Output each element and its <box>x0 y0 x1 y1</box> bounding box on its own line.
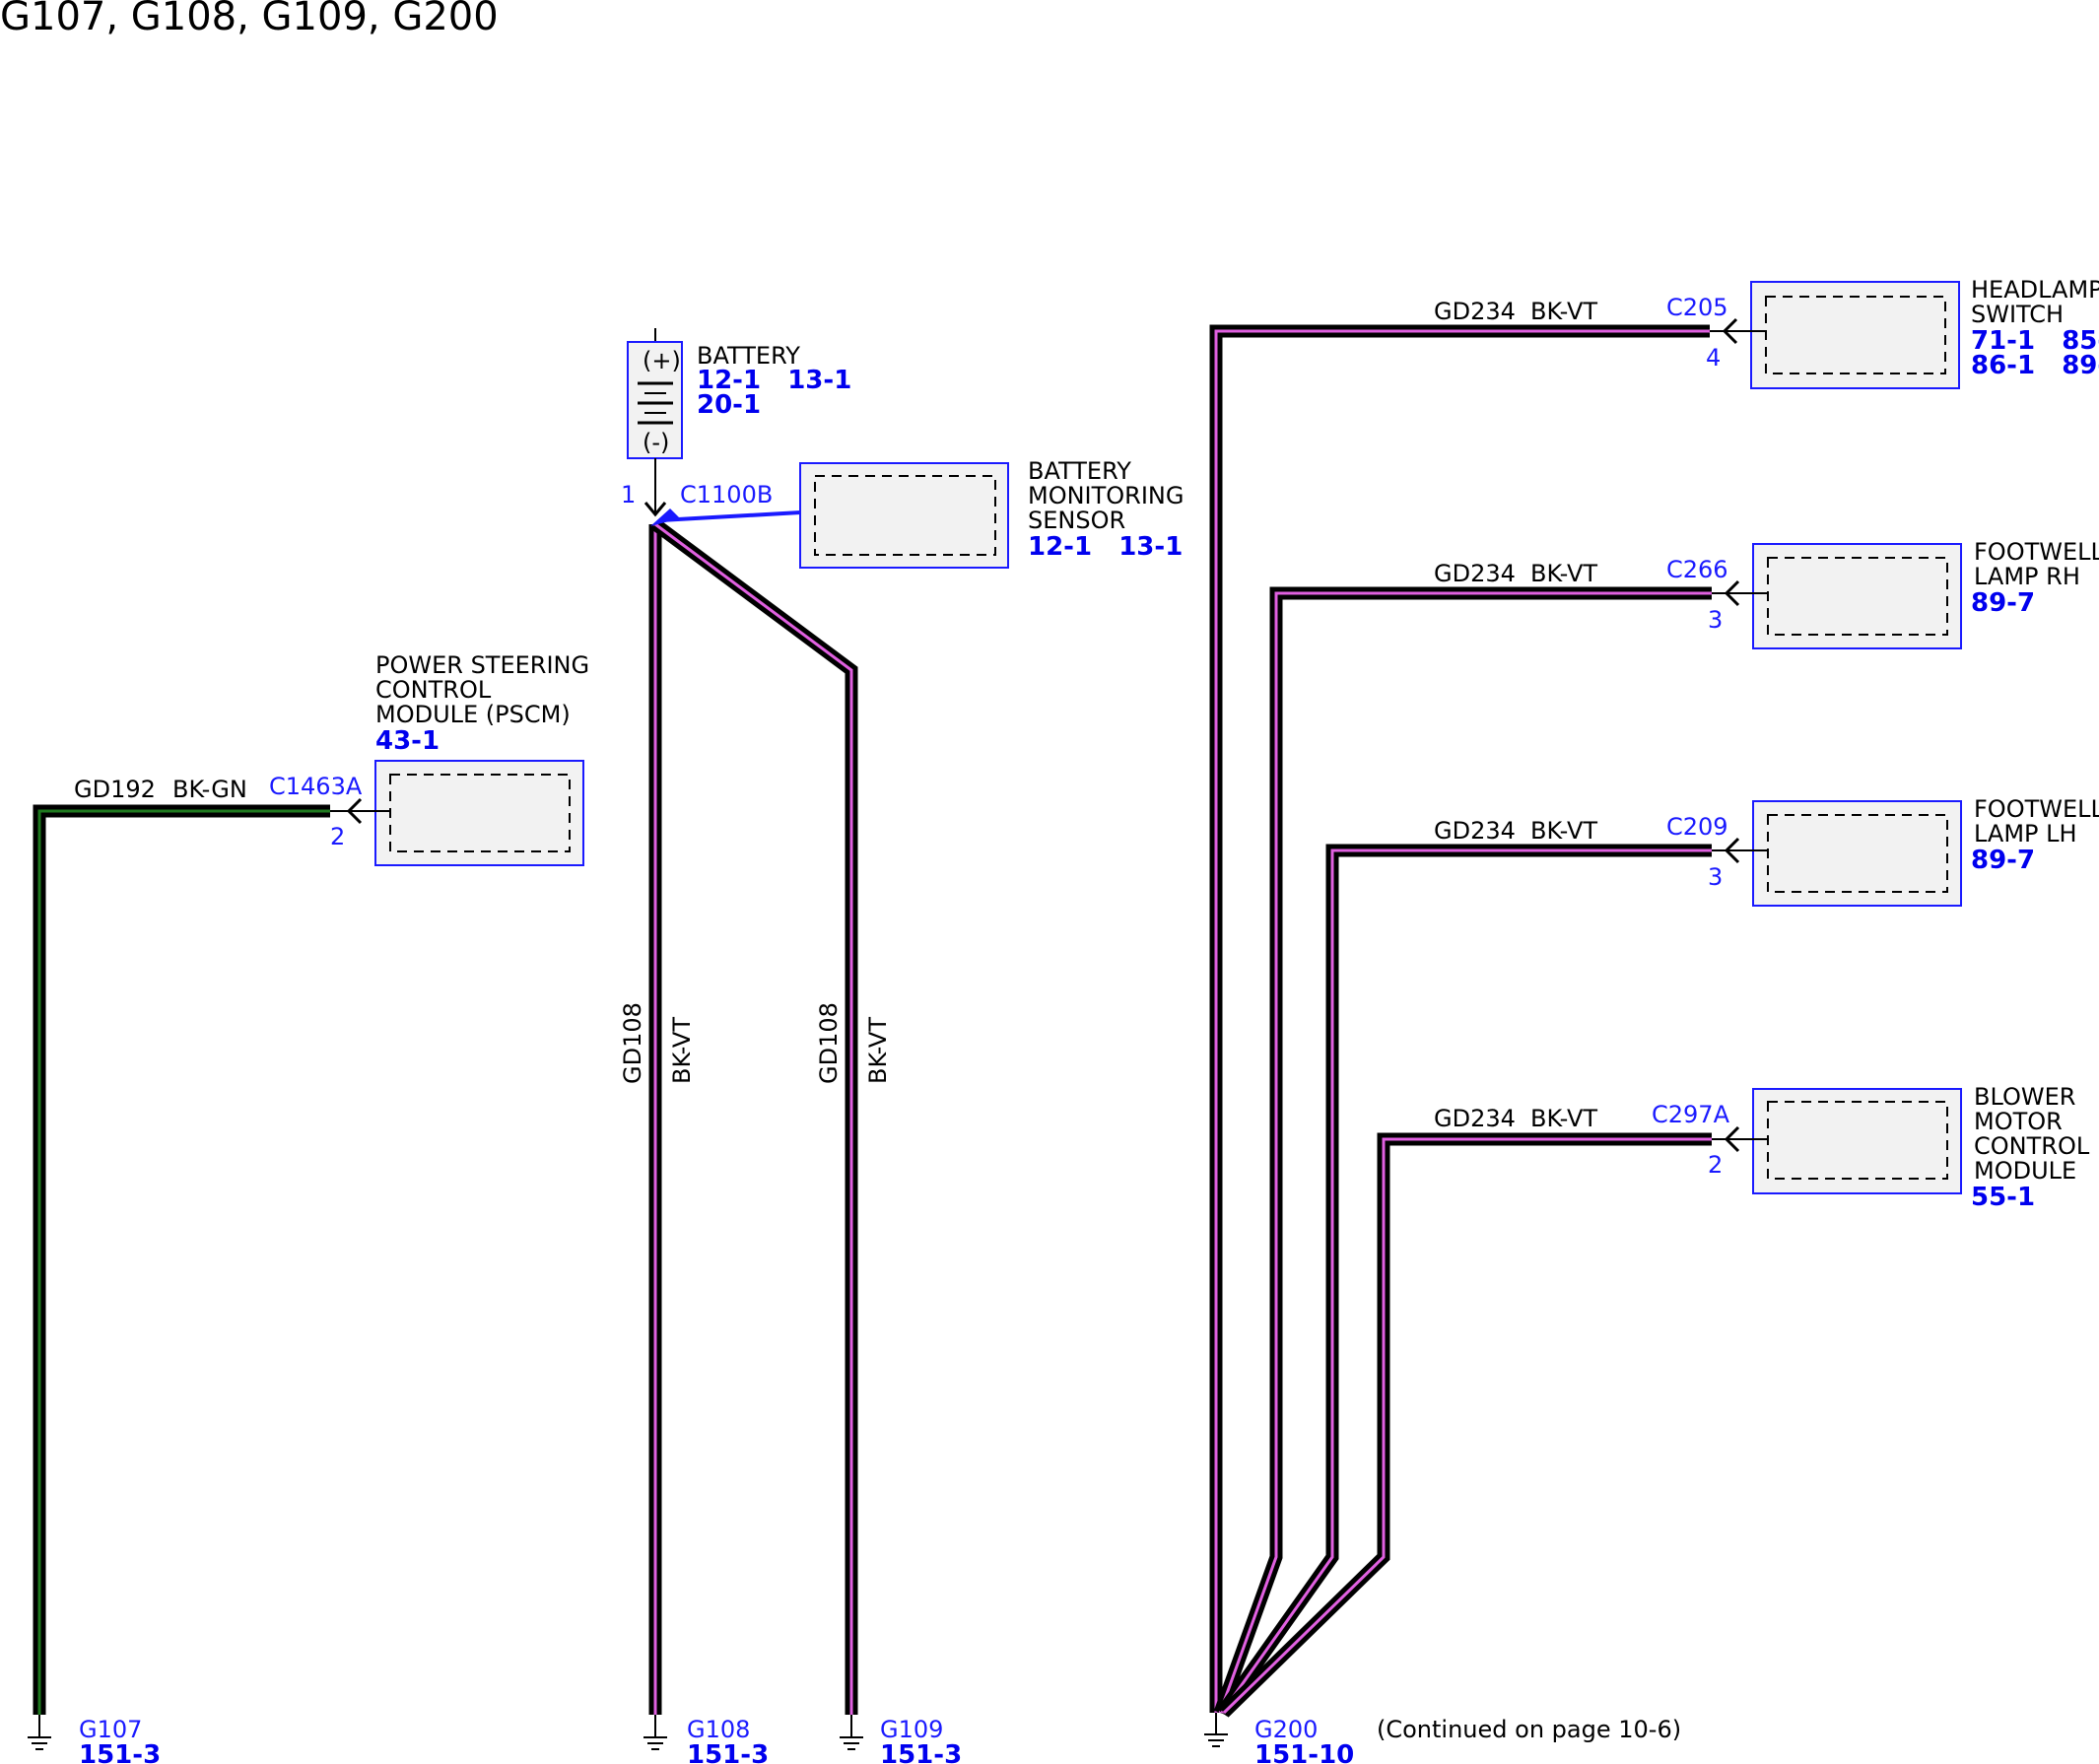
pscm-name-1: POWER STEERING <box>375 651 589 679</box>
wire-gd192[interactable] <box>33 804 330 1715</box>
ground-g200-name[interactable]: G200 <box>1254 1716 1318 1743</box>
ground-g200-icon <box>1204 1713 1228 1747</box>
blower-name-3: CONTROL <box>1974 1132 2090 1160</box>
headlamp-switch-name-1: HEADLAMP <box>1971 276 2099 304</box>
headlamp-switch-module[interactable] <box>1750 281 1960 389</box>
wire-gd234-c209[interactable] <box>1216 844 1712 1717</box>
c297a-pin: 2 <box>1708 1151 1723 1179</box>
footwell-lamp-rh-module[interactable] <box>1752 543 1962 649</box>
bms-name-1: BATTERY <box>1028 457 1131 485</box>
c297a-color: BK-VT <box>1530 1105 1597 1132</box>
footwell-rh-refs[interactable]: 89-7 <box>1971 588 2035 618</box>
ground-g108-icon <box>643 1715 667 1750</box>
blower-name-4: MODULE <box>1974 1157 2076 1185</box>
ground-g107-icon <box>28 1715 51 1750</box>
blower-refs[interactable]: 55-1 <box>1971 1183 2035 1212</box>
footwell-rh-name-1: FOOTWELL <box>1974 538 2099 566</box>
ground-g108-ref[interactable]: 151-3 <box>687 1740 769 1764</box>
ground-g109-name[interactable]: G109 <box>880 1716 943 1743</box>
wire-gd108-circuit-1: GD108 <box>619 1002 646 1084</box>
battery-refs-2[interactable]: 20-1 <box>697 390 761 420</box>
wire-gd234-c297a[interactable] <box>1219 1132 1712 1718</box>
blower-name-1: BLOWER <box>1974 1083 2075 1111</box>
battery-symbol[interactable] <box>627 328 683 517</box>
bms-lead <box>650 509 819 526</box>
ground-g108-name[interactable]: G108 <box>687 1716 750 1743</box>
c205-color: BK-VT <box>1530 298 1597 325</box>
pscm-connector-arrow <box>330 797 390 825</box>
connector-c209[interactable]: C209 <box>1666 813 1728 841</box>
c297a-circuit: GD234 <box>1434 1105 1516 1132</box>
pscm-refs[interactable]: 43-1 <box>375 726 440 756</box>
footwell-lh-refs[interactable]: 89-7 <box>1971 846 2035 875</box>
c297a-connector-arrow <box>1712 1125 1768 1153</box>
blower-motor-control-module[interactable] <box>1752 1088 1962 1194</box>
wire-gd108-color-2: BK-VT <box>864 1017 892 1084</box>
footwell-rh-name-2: LAMP RH <box>1974 563 2080 590</box>
c209-pin: 3 <box>1708 863 1723 891</box>
wire-gd108-color-1: BK-VT <box>668 1017 696 1084</box>
battery-negative-label: (-) <box>643 429 669 456</box>
c266-circuit: GD234 <box>1434 560 1516 587</box>
battery-positive-label: (+) <box>643 347 681 374</box>
wire-gd108-circuit-2: GD108 <box>815 1002 843 1084</box>
footwell-lamp-lh-module[interactable] <box>1752 800 1962 907</box>
pscm-name-2: CONTROL <box>375 676 492 704</box>
battery-pin: 1 <box>621 481 636 509</box>
wire-gd192-circuit: GD192 <box>74 776 156 803</box>
c209-circuit: GD234 <box>1434 817 1516 845</box>
c266-pin: 3 <box>1708 606 1723 634</box>
connector-c266[interactable]: C266 <box>1666 556 1728 583</box>
wire-gd192-color: BK-GN <box>172 776 247 803</box>
c205-circuit: GD234 <box>1434 298 1516 325</box>
footwell-lh-name-2: LAMP LH <box>1974 820 2077 848</box>
bms-refs[interactable]: 12-1 13-1 <box>1028 532 1183 562</box>
wire-gd234-c266[interactable] <box>1213 586 1712 1716</box>
connector-c1463a[interactable]: C1463A <box>269 773 363 800</box>
battery-refs[interactable]: 12-1 13-1 <box>697 366 851 395</box>
blower-name-2: MOTOR <box>1974 1108 2063 1135</box>
footwell-lh-name-1: FOOTWELL <box>1974 795 2099 823</box>
connector-c1100b[interactable]: C1100B <box>680 481 773 509</box>
connector-c297a[interactable]: C297A <box>1652 1101 1730 1128</box>
bms-name-3: SENSOR <box>1028 507 1125 534</box>
c209-color: BK-VT <box>1530 817 1597 845</box>
battery-name: BATTERY <box>697 342 800 370</box>
c266-connector-arrow <box>1712 579 1768 607</box>
c209-connector-arrow <box>1712 837 1768 864</box>
ground-g107-ref[interactable]: 151-3 <box>79 1740 161 1764</box>
c266-color: BK-VT <box>1530 560 1597 587</box>
ground-g200-ref[interactable]: 151-10 <box>1254 1740 1354 1764</box>
c205-pin: 4 <box>1706 344 1721 372</box>
c205-connector-arrow <box>1710 317 1766 345</box>
pscm-module[interactable] <box>374 760 584 866</box>
bms-module[interactable] <box>799 462 1009 569</box>
headlamp-switch-refs-1[interactable]: 71-1 85-1 <box>1971 326 2099 356</box>
page-title: G107, G108, G109, G200 <box>0 0 499 39</box>
bms-name-2: MONITORING <box>1028 482 1184 509</box>
continued-note: (Continued on page 10-6) <box>1377 1716 1681 1743</box>
connector-c205[interactable]: C205 <box>1666 294 1728 321</box>
pscm-name-3: MODULE (PSCM) <box>375 701 571 728</box>
wire-gd108-g109[interactable] <box>651 518 858 1715</box>
ground-g107-name[interactable]: G107 <box>79 1716 142 1743</box>
ground-g109-ref[interactable]: 151-3 <box>880 1740 962 1764</box>
wire-gd234-c205[interactable] <box>1209 324 1710 1713</box>
headlamp-switch-name-2: SWITCH <box>1971 301 2064 328</box>
pscm-pin: 2 <box>330 823 345 850</box>
ground-g109-icon <box>840 1715 863 1750</box>
headlamp-switch-refs-2[interactable]: 86-1 89-1 <box>1971 351 2099 380</box>
